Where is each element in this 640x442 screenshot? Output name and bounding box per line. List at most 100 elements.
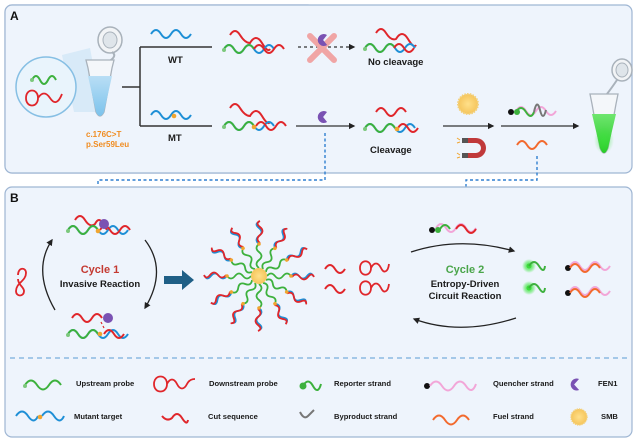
reporter-quencher-complex <box>508 103 557 117</box>
smb-bead-icon <box>251 268 267 284</box>
cycle1-up-arrow <box>42 238 56 311</box>
cycle2-products <box>522 259 611 298</box>
mutation-protein-label: p.Ser59Leu <box>86 140 129 149</box>
cycle1-top-complex <box>66 215 131 235</box>
panel-a-letter: A <box>10 9 19 23</box>
legend-label: Upstream probe <box>76 379 134 388</box>
cut-sequence-icon <box>324 284 346 294</box>
wt-target-strand <box>150 29 192 39</box>
sample-tube <box>85 26 123 117</box>
downstream-probe-hairpin-icon <box>15 267 27 297</box>
wt-complex <box>222 30 285 54</box>
cycle2-title: Cycle 2 <box>446 264 485 276</box>
cycle1-down-arrow <box>144 239 158 310</box>
legend-item: FEN1 <box>570 378 618 391</box>
panel-b-letter: B <box>10 191 19 205</box>
upstream-probe-icon <box>31 75 57 85</box>
fen1-icon <box>317 34 328 47</box>
probe-arm <box>210 247 253 274</box>
legend-label: FEN1 <box>598 379 618 388</box>
fuel-strand-icon <box>516 140 548 150</box>
fen1-icon <box>103 313 113 323</box>
mutation-site-dot <box>171 113 177 119</box>
cycle1-bottom-complex <box>66 313 129 339</box>
reporter-strand-icon <box>302 380 322 391</box>
probe-arm <box>265 278 308 305</box>
legend-item: Mutant target <box>15 410 123 422</box>
legend-label: Quencher strand <box>493 379 554 388</box>
cycle1-subtitle: Invasive Reaction <box>60 279 140 290</box>
fluorescent-tube <box>589 58 633 154</box>
upstream-probe-icon <box>24 379 62 391</box>
upstream-probe-dot <box>30 78 34 82</box>
downstream-probe-icon <box>153 375 196 393</box>
magnifier-lens <box>15 56 77 118</box>
panel-b: B Cycle 1 Invasive Reaction <box>4 186 633 438</box>
cleavage-label: Cleavage <box>370 145 412 156</box>
magnet-icon <box>456 137 486 159</box>
quencher-strand-icon <box>429 380 477 392</box>
probe-arm <box>229 227 256 270</box>
fen1-icon <box>317 111 328 124</box>
probe-arm <box>210 279 253 306</box>
mutant-target-icon <box>15 410 65 422</box>
cycle2-top-complex <box>429 223 477 234</box>
downstream-probe-icon <box>359 260 390 276</box>
cycle2-forward-arrow <box>410 243 516 253</box>
fen1-icon <box>99 219 109 229</box>
byproduct-strand-icon <box>299 409 315 419</box>
cut-sequence-icon <box>161 413 189 424</box>
panel-a: A c.176C>T p.Ser59Leu WT <box>4 4 633 174</box>
probe-arm <box>262 282 289 325</box>
tube-cap-inner <box>102 31 118 49</box>
legend-label: Downstream probe <box>209 379 278 388</box>
legend-item: Byproduct strand <box>299 409 398 421</box>
probe-mix-magnifier <box>15 48 102 118</box>
legend-item: Cut sequence <box>161 412 258 424</box>
no-cleavage-cross-icon <box>307 33 337 63</box>
legend-item: SMB <box>570 408 618 426</box>
smb-icon <box>457 93 479 115</box>
panel-b-frame <box>4 186 633 438</box>
probe-arm <box>266 272 315 281</box>
mt-label: MT <box>168 133 182 144</box>
big-flow-arrow <box>164 270 194 290</box>
cycle2-return-arrow <box>412 317 517 328</box>
legend: Upstream probe Downstream probe Reporter… <box>15 375 618 426</box>
cycle2-subtitle-line1: Entropy-Driven <box>431 279 500 290</box>
tube-liquid <box>88 76 112 116</box>
legend-item: Downstream probe <box>153 375 278 393</box>
wt-label: WT <box>168 55 183 66</box>
legend-item: Reporter strand <box>299 379 391 391</box>
mt-complex <box>222 103 287 131</box>
no-cleavage-label: No cleavage <box>368 57 423 68</box>
legend-item: Upstream probe <box>23 379 134 391</box>
cycle2-subtitle-line2: Circuit Reaction <box>429 291 502 302</box>
probe-arm <box>254 283 263 332</box>
mutation-cdna-label: c.176C>T <box>86 130 121 139</box>
probe-arm <box>265 246 308 273</box>
branch-lines <box>122 46 212 127</box>
legend-label: Reporter strand <box>334 379 391 388</box>
cleaved-complex <box>363 107 419 133</box>
cycle2-left-strands <box>324 260 390 296</box>
legend-label: SMB <box>601 412 618 421</box>
mt-target-strand <box>150 110 192 120</box>
no-cleavage-complex <box>363 28 417 53</box>
probe-arm <box>230 282 257 325</box>
smb-probe-starburst <box>203 220 315 332</box>
fuel-strand-icon <box>432 414 470 426</box>
legend-label: Byproduct strand <box>334 412 398 421</box>
cut-sequence-icon <box>324 264 346 274</box>
cycle1-title: Cycle 1 <box>81 264 120 276</box>
smb-icon <box>570 408 588 426</box>
downstream-probe-icon <box>359 280 390 296</box>
legend-item: Fuel strand <box>432 412 534 426</box>
probe-arm <box>203 271 252 280</box>
fen1-icon <box>570 378 580 391</box>
probe-arm <box>261 227 288 270</box>
legend-label: Cut sequence <box>208 412 258 421</box>
legend-label: Mutant target <box>74 412 123 421</box>
legend-item: Quencher strand <box>424 379 554 392</box>
